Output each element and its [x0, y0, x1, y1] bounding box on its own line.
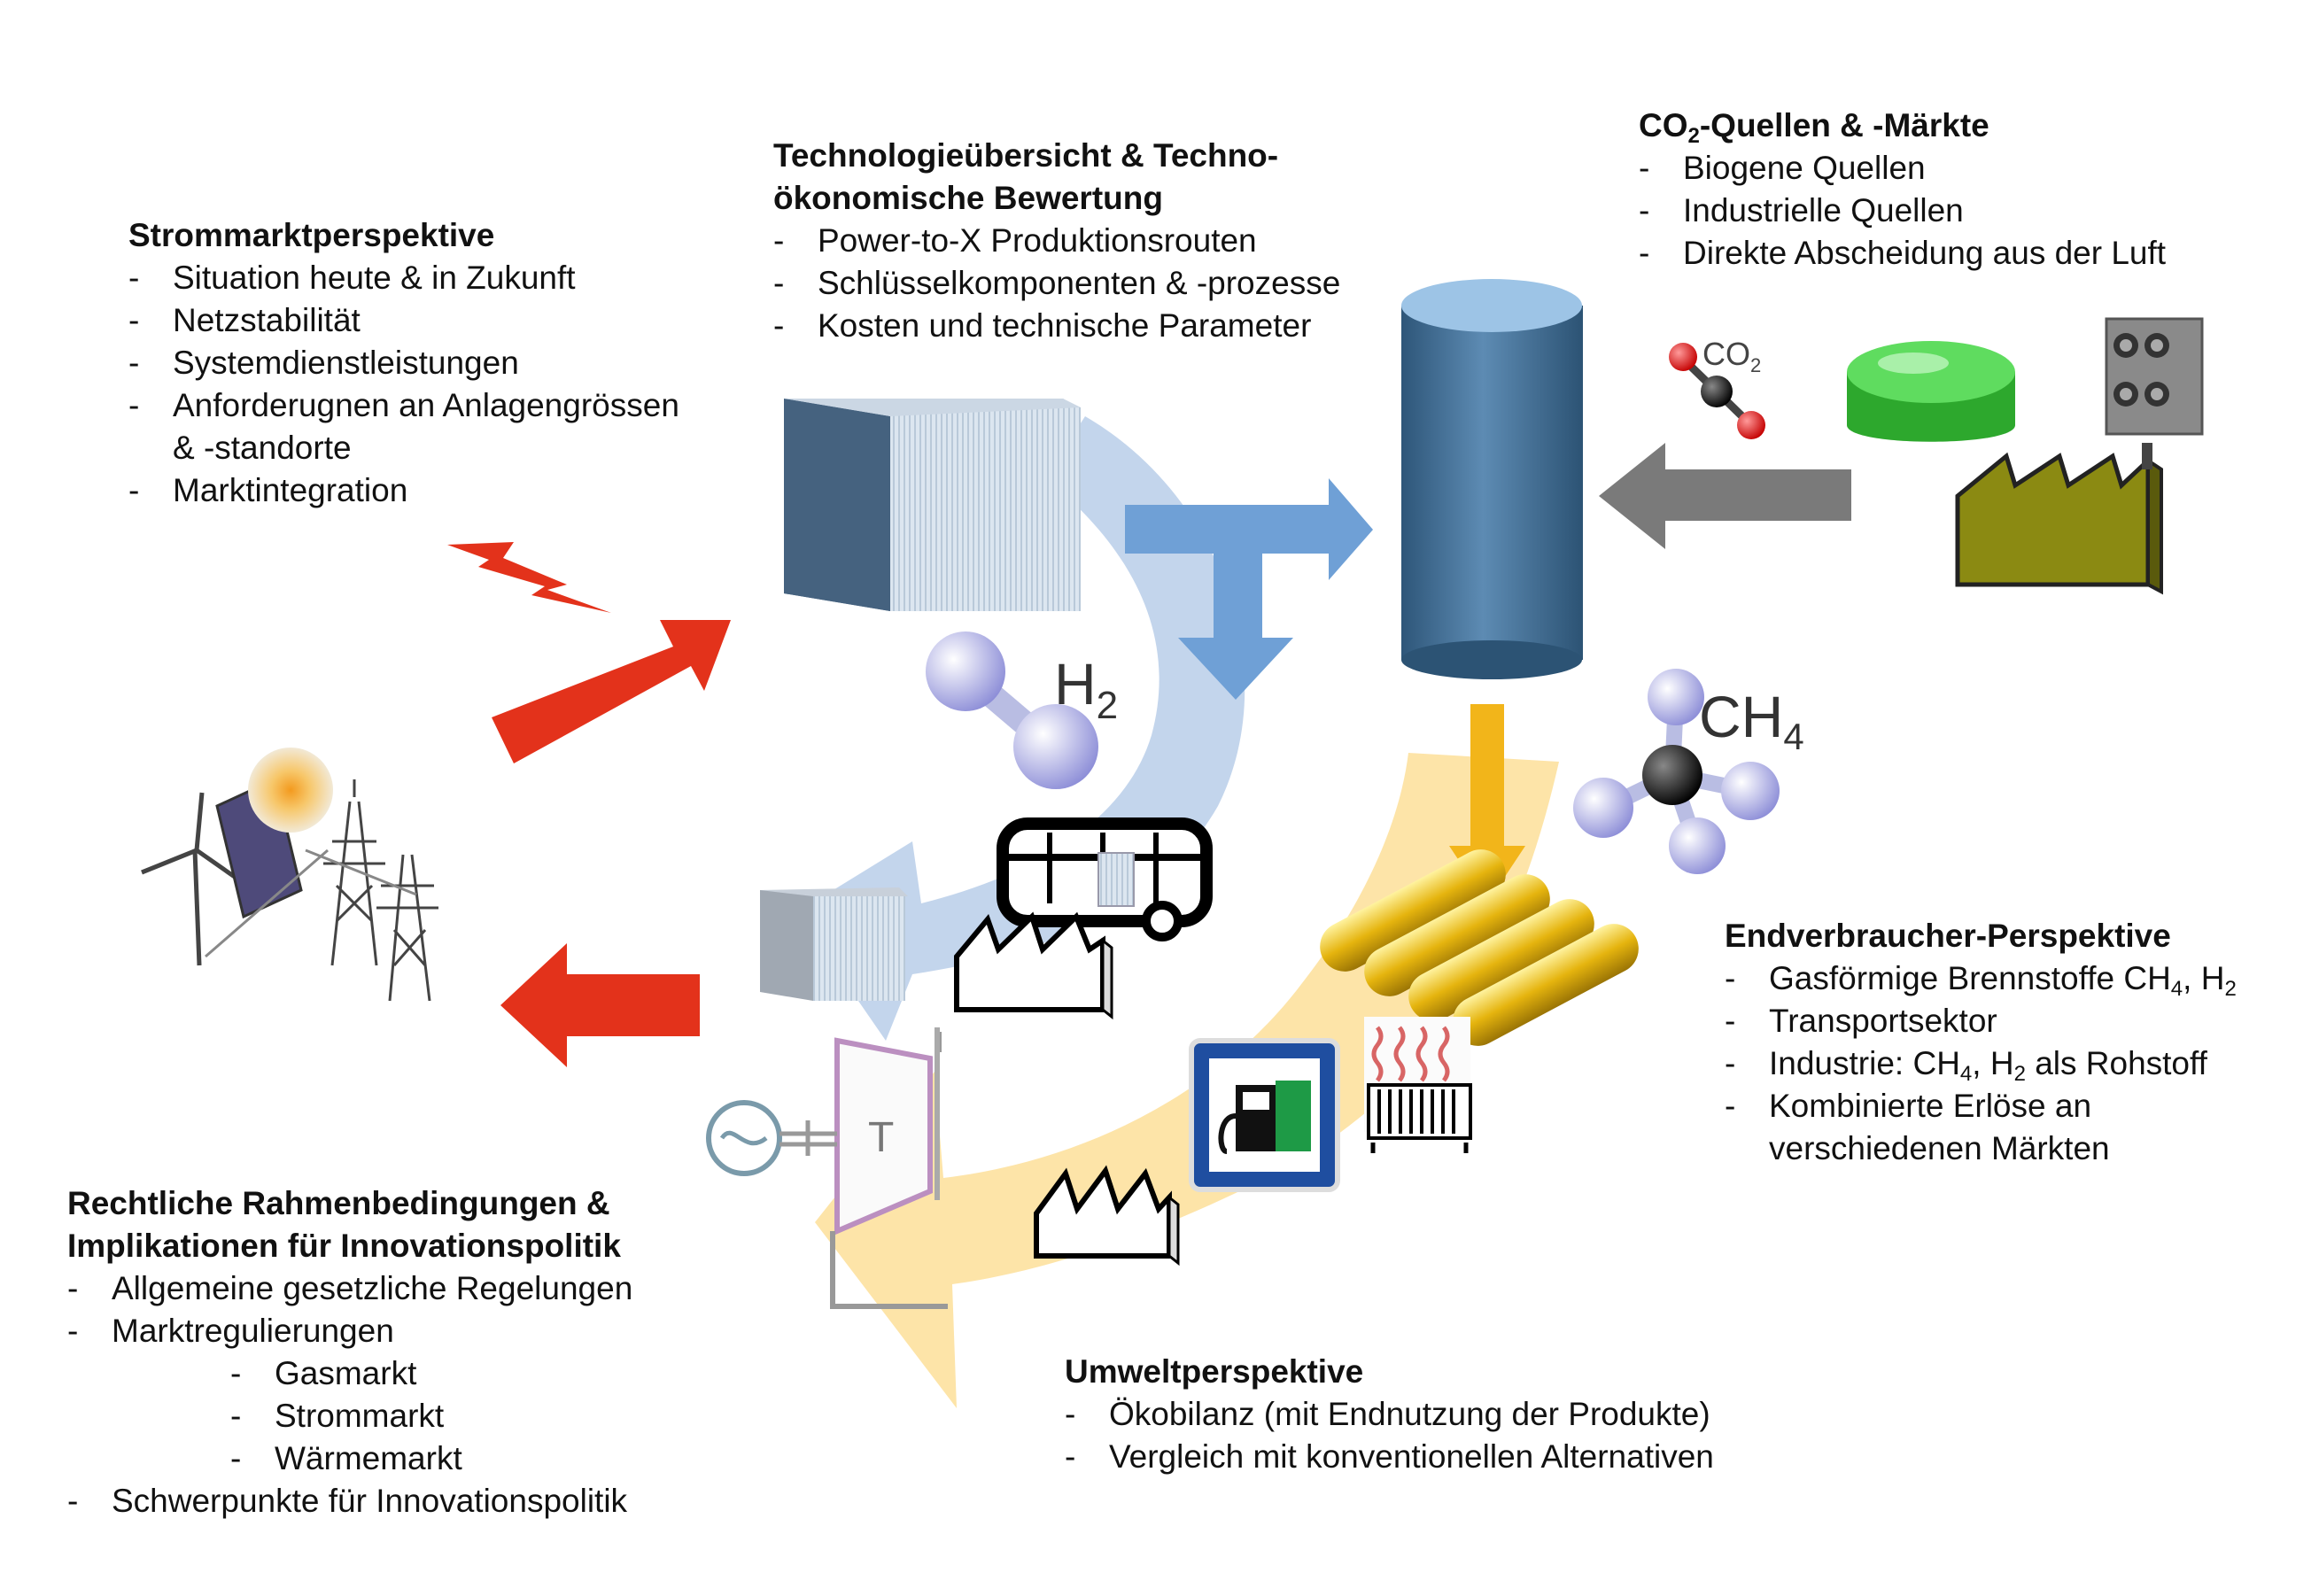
rechtlich-title-line2: Implikationen für Innovationspolitik — [67, 1228, 621, 1264]
co2-title: CO2-Quellen & -Märkte — [1639, 107, 1989, 148]
small-storage-cube-icon — [760, 887, 908, 1001]
hydrogen-molecule-icon: H2 — [926, 631, 1118, 789]
gas-turbine-icon: T — [830, 1027, 948, 1309]
rechtlich-title-line1: Rechtliche Rahmenbedingungen & — [67, 1185, 610, 1221]
air-capture-units-icon — [2105, 317, 2204, 436]
bus-icon — [997, 817, 1213, 941]
rechtlich-block: Rechtliche Rahmenbedingungen & Implikati… — [67, 1182, 829, 1522]
factory-icon — [954, 911, 1113, 1020]
list-item: Allgemeine gesetzliche Regelungen — [67, 1267, 829, 1310]
list-item: Schlüsselkomponenten & -prozesse — [773, 262, 1446, 305]
list-item: Vergleich mit konventionellen Alternativ… — [1065, 1436, 1827, 1478]
list-item: Kosten und technische Parameter — [773, 305, 1446, 347]
factory-icon — [1034, 1165, 1180, 1267]
list-item: Systemdienstleistungen — [128, 342, 748, 384]
svg-text:CO2: CO2 — [1702, 336, 1761, 376]
sub-list-item: Gasmarkt — [67, 1352, 829, 1395]
sun-icon — [248, 748, 333, 833]
list-item: Kombinierte Erlöse an — [1725, 1085, 2292, 1127]
electrolyzer-cube-icon — [784, 399, 1081, 611]
lightning-icon — [447, 542, 611, 613]
co2-molecule-icon: CO2 — [1669, 336, 1765, 439]
list-item: Industrie: CH4, H2 als Rohstoff — [1725, 1042, 2292, 1085]
list-item: Industrielle Quellen — [1639, 190, 2294, 232]
list-item: Biogene Quellen — [1639, 147, 2294, 190]
svg-text:H2: H2 — [1054, 651, 1118, 727]
power-pylon-icon — [305, 779, 438, 1002]
storage-cylinder-icon — [1401, 279, 1583, 679]
technologie-title-line1: Technologieübersicht & Techno- — [773, 137, 1279, 174]
list-item: Netzstabilität — [128, 299, 748, 342]
technologie-title-line2: ökonomische Bewertung — [773, 180, 1163, 216]
umwelt-title: Umweltperspektive — [1065, 1353, 1364, 1390]
umwelt-block: Umweltperspektive Ökobilanz (mit Endnutz… — [1065, 1351, 1827, 1478]
endverbraucher-title: Endverbraucher-Perspektive — [1725, 918, 2171, 954]
generator-icon — [706, 1100, 837, 1176]
biogas-tank-icon — [1847, 341, 2015, 442]
technologie-block: Technologieübersicht & Techno- ökonomisc… — [773, 135, 1446, 347]
list-item: Marktintegration — [128, 469, 748, 512]
list-item-continuation: verschiedenen Märkten — [1769, 1130, 2110, 1166]
co2-block: CO2-Quellen & -Märkte Biogene Quellen In… — [1639, 105, 2294, 275]
list-item: Situation heute & in Zukunft — [128, 257, 748, 299]
list-item: Anforderugnen an Anlagengrössen — [128, 384, 748, 427]
sub-list-item: Strommarkt — [67, 1395, 829, 1437]
blue-t-arrow — [1125, 478, 1373, 700]
strommarkt-title: Strommarktperspektive — [128, 217, 495, 253]
list-item: Marktregulierungen — [67, 1310, 829, 1352]
list-item: Schwerpunkte für Innovationspolitik — [67, 1480, 829, 1522]
strommarkt-block: Strommarktperspektive Situation heute & … — [128, 214, 748, 512]
radiator-icon — [1364, 1017, 1472, 1153]
list-item: Direkte Abscheidung aus der Luft — [1639, 232, 2294, 275]
gas-pipes-icon — [1320, 849, 1639, 1046]
endverbraucher-block: Endverbraucher-Perspektive Gasförmige Br… — [1725, 915, 2292, 1170]
fuel-station-icon — [1189, 1038, 1340, 1192]
list-item-continuation: & -standorte — [173, 430, 352, 466]
sub-list-item: Wärmemarkt — [67, 1437, 829, 1480]
list-item: Power-to-X Produktionsrouten — [773, 220, 1446, 262]
svg-text:CH4: CH4 — [1699, 684, 1804, 757]
red-arrow-left — [500, 943, 700, 1067]
list-item: Gasförmige Brennstoffe CH4, H2 — [1725, 957, 2292, 1000]
gray-arrow — [1599, 443, 1851, 549]
methane-molecule-icon: CH4 — [1573, 669, 1804, 874]
red-arrow-up — [492, 620, 731, 763]
svg-text:T: T — [868, 1114, 894, 1161]
factory-icon — [1955, 443, 2163, 595]
list-item: Ökobilanz (mit Endnutzung der Produkte) — [1065, 1393, 1827, 1436]
list-item: Transportsektor — [1725, 1000, 2292, 1042]
